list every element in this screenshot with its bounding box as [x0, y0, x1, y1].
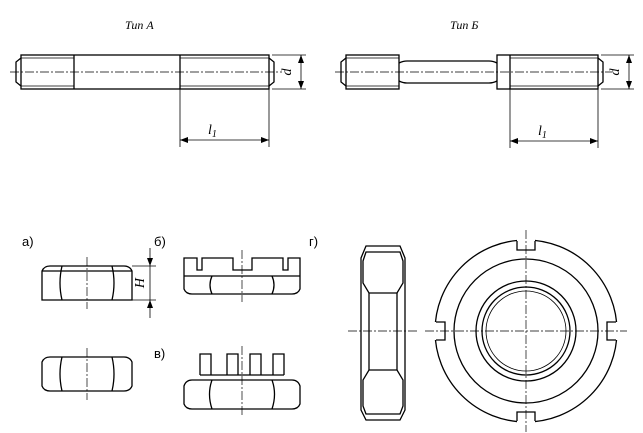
castle-nut-b	[183, 250, 301, 302]
hex-nut-a-bottom	[41, 348, 133, 400]
stud-a-dim-d: d	[280, 68, 295, 76]
stud-b-dim-d: d	[608, 68, 623, 76]
fig-b-label: б)	[154, 234, 166, 249]
round-nut-section	[348, 245, 418, 421]
type-a-label: Тип А	[125, 18, 154, 32]
fig-a-label: а)	[22, 234, 34, 249]
stud-b-dim-l1: l1	[538, 124, 547, 141]
dim-h: H	[133, 277, 148, 289]
stud-type-a: Тип А d l1	[10, 18, 306, 147]
round-nut-front	[425, 230, 627, 432]
fig-v-label: в)	[154, 346, 165, 361]
stud-a-dim-l1: l1	[208, 123, 217, 140]
fig-g-label: г)	[309, 234, 318, 249]
castle-nut-v	[183, 346, 301, 416]
type-b-label: Тип Б	[450, 18, 478, 32]
stud-b-neck	[398, 60, 498, 64]
hex-nut-a-top: H	[41, 248, 156, 318]
stud-type-b: Тип Б d l1	[335, 18, 634, 148]
